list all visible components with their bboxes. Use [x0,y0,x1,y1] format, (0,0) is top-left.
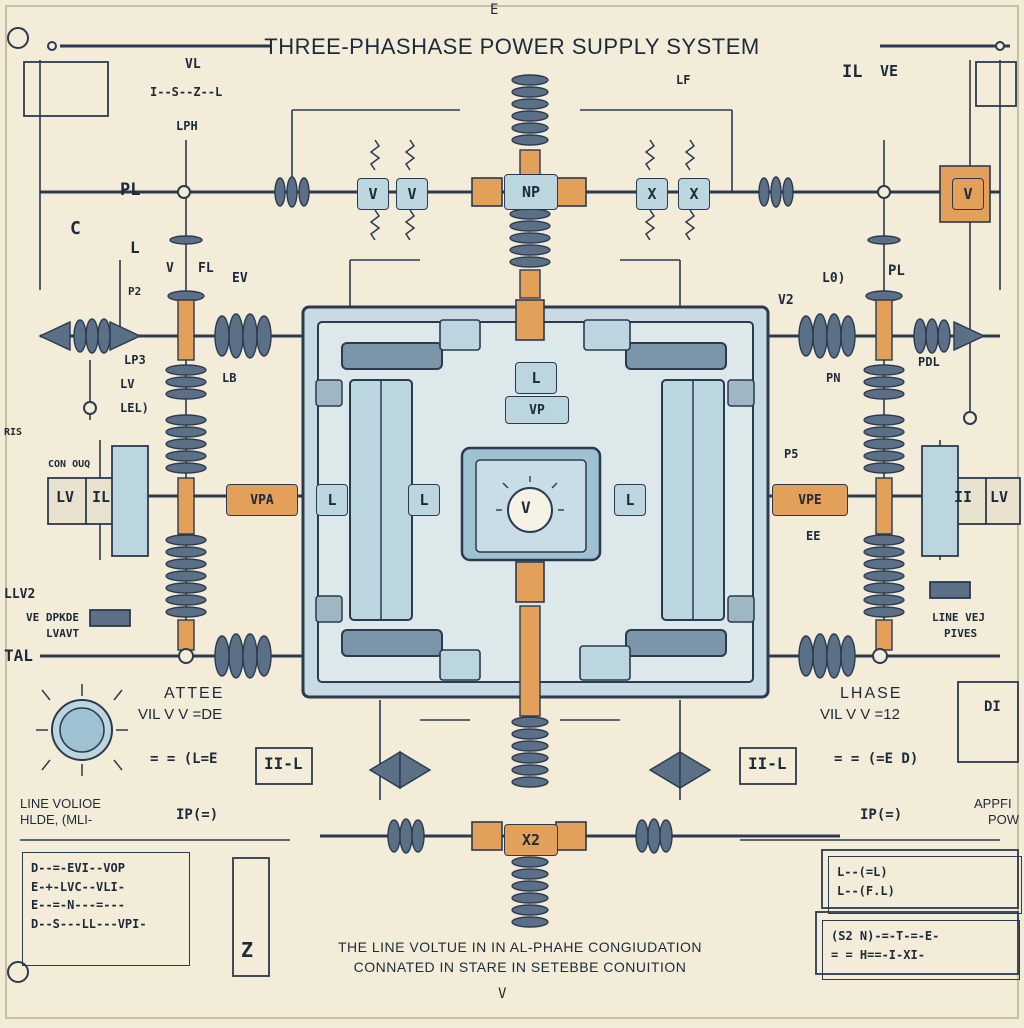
center-meter-label: V [521,498,531,517]
control-panel [301,299,770,699]
right-label-pl: PL [888,263,905,279]
left-label-lvavt: LVAVT [46,627,80,640]
right-label-ee: EE [806,529,821,543]
top-readout-center: NP [504,174,558,210]
caption-line-1: THE LINE VOLTUE IN IN AL-PHAHE CONGIUDAT… [337,939,703,955]
left-formula-1: I--S--Z--L [150,85,223,99]
right-label-pives: PIVES [944,627,978,640]
right-label-pn: PN [826,371,841,385]
right-label-ve: VE [880,62,899,80]
left-label-lp3: LP3 [124,353,146,367]
bottom-right-ll-box: II-L [748,754,787,773]
right-box-ll: II [954,488,973,506]
right-label-il: IL [842,62,863,82]
right-label-lf: LF [676,73,691,87]
top-readout-v2: V [396,178,428,210]
bottom-left-table: D--=-EVI--VOP E-+-LVC--VLI- E--=-N---=--… [22,852,190,966]
bottom-readout-x2: X2 [504,824,558,856]
bottom-right-pow: POW [988,812,1020,827]
center-readout-vp: VP [505,396,569,424]
right-label-di: DI [984,699,1001,715]
left-label-ris: RIS [4,427,23,438]
center-readout-l: L [515,362,557,394]
horizontal-insulators [38,176,986,854]
side-boxes [23,61,1021,977]
bottom-left-sub-equation: = = (L=E [150,751,218,767]
left-label-v: V [166,261,174,276]
bottom-left-equation: VIL V V =DE [138,706,223,723]
bottom-left-pe: IP(=) [176,807,219,823]
top-readout-x2: X [678,178,710,210]
diagram-title: THREE-PHASHASE POWER SUPPLY SYSTEM [264,34,760,59]
left-box-lv: LV [56,488,75,506]
mid-right-readout-l: L [614,484,646,516]
left-label-l: L [130,238,140,257]
bottom-left-ll-box: II-L [264,754,303,773]
left-label-llv2: LLV2 [4,587,36,602]
right-label-line-vej: LINE VEJ [932,611,985,624]
dial-icon [36,684,128,776]
right-label-v2: V2 [778,293,794,308]
bottom-right-equation: VIL V V =12 [820,706,900,723]
resistor-symbols [369,139,696,241]
left-label-vl: VL [185,57,201,72]
terminal-nodes [7,27,1005,983]
right-voltmeter: V [952,178,984,210]
bottom-left-z: Z [241,938,254,962]
bottom-right-apply: APPFI [974,796,1012,811]
right-label-p5: P5 [784,447,799,461]
right-box-lv: LV [990,488,1009,506]
vpa-left-readout: VPA [226,484,298,516]
bottom-left-hlde: HLDE, (MLI- [20,812,93,827]
left-label-ve-dpkde: VE DPKDE [26,611,79,624]
left-label-c: C [70,218,81,239]
top-readout-v1: V [357,178,389,210]
right-label-pdl: PDL [918,355,940,369]
bottom-right-pe: IP(=) [860,807,903,823]
bottom-right-sub-equation: = = (=E D) [834,751,919,767]
bottom-marker: V [498,986,507,1002]
left-label-lel: LEL) [120,401,149,415]
top-readout-x1: X [636,178,668,210]
left-label-tal: TAL [4,646,33,665]
right-label-l0: L0) [822,271,846,286]
left-label-ev: EV [232,271,248,286]
left-readout-l: L [316,484,348,516]
caption-line-2: CONNATED IN STARE IN SETEBBE CONUITION [353,959,687,975]
left-label-lb: LB [222,371,237,385]
vpe-right-readout: VPE [772,484,848,516]
left-label-fl: FL [198,261,214,276]
bottom-left-phase-title: ATTEE [164,685,225,702]
left-box-ll: IL [92,488,111,506]
left-label-pl: PL [120,180,141,200]
bottom-left-line-voltage: LINE VOLIOE [20,796,101,811]
mid-left-readout-l: L [408,484,440,516]
bottom-right-phase-title: LHASE [840,685,903,702]
left-label-lv: LV [120,377,135,391]
bottom-right-formula: L--(=L) L--(F.L) [828,856,1022,914]
left-label-con-ouq: CON OUQ [48,459,91,470]
top-marker: E [490,2,499,18]
left-label-p2: P2 [128,285,142,298]
bottom-right-table: (S2 N)-=-T-=-E- = = H==-I-XI- [822,920,1020,980]
insulator-stacks [165,74,905,928]
left-label-lph: LPH [176,119,198,133]
